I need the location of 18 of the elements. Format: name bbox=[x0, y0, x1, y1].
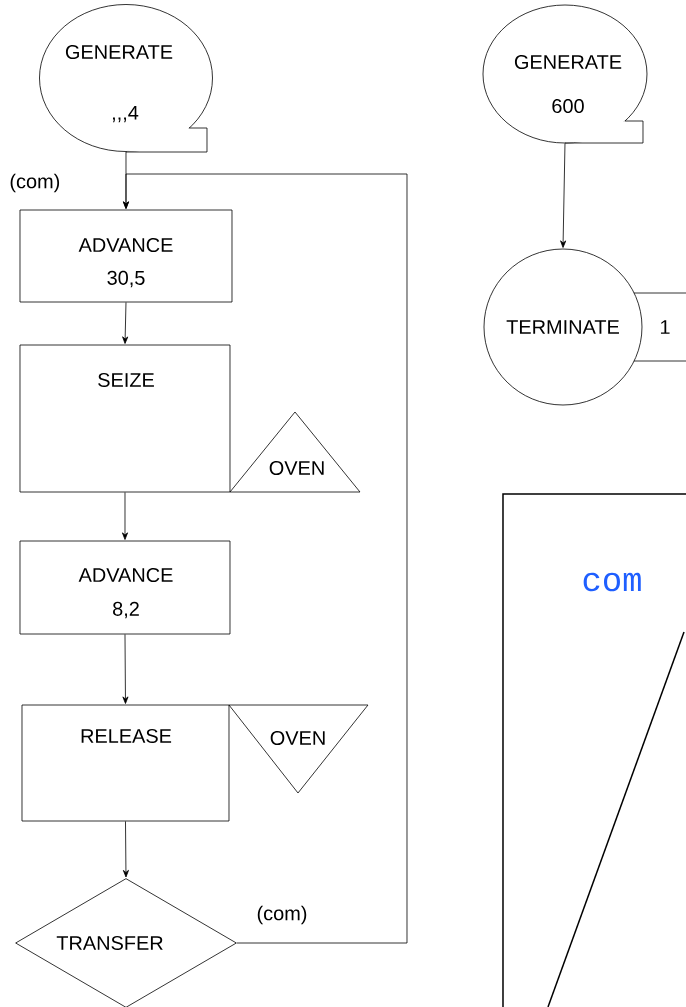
arrow bbox=[122, 492, 128, 540]
arrow bbox=[122, 821, 129, 878]
facility-triangle: OVEN bbox=[228, 704, 369, 794]
arrow bbox=[123, 173, 408, 944]
arrow bbox=[560, 143, 567, 248]
facility-triangle: OVEN bbox=[229, 411, 361, 493]
arrow bbox=[122, 634, 129, 704]
process-box: RELEASE bbox=[21, 704, 230, 822]
arrow bbox=[122, 302, 129, 344]
parameter-box: 1 bbox=[633, 292, 686, 362]
generate-block: GENERATE 600 bbox=[482, 4, 648, 144]
block-label: (com) bbox=[10, 173, 60, 193]
code-panel: com bbox=[502, 493, 686, 1007]
generate-block: GENERATE ,,,4 bbox=[39, 4, 213, 153]
process-box: ADVANCE 30,5 bbox=[19, 209, 233, 303]
process-box: ADVANCE 8,2 bbox=[19, 540, 231, 635]
edge-label: (com) bbox=[255, 904, 309, 926]
process-box: SEIZE bbox=[19, 344, 231, 493]
